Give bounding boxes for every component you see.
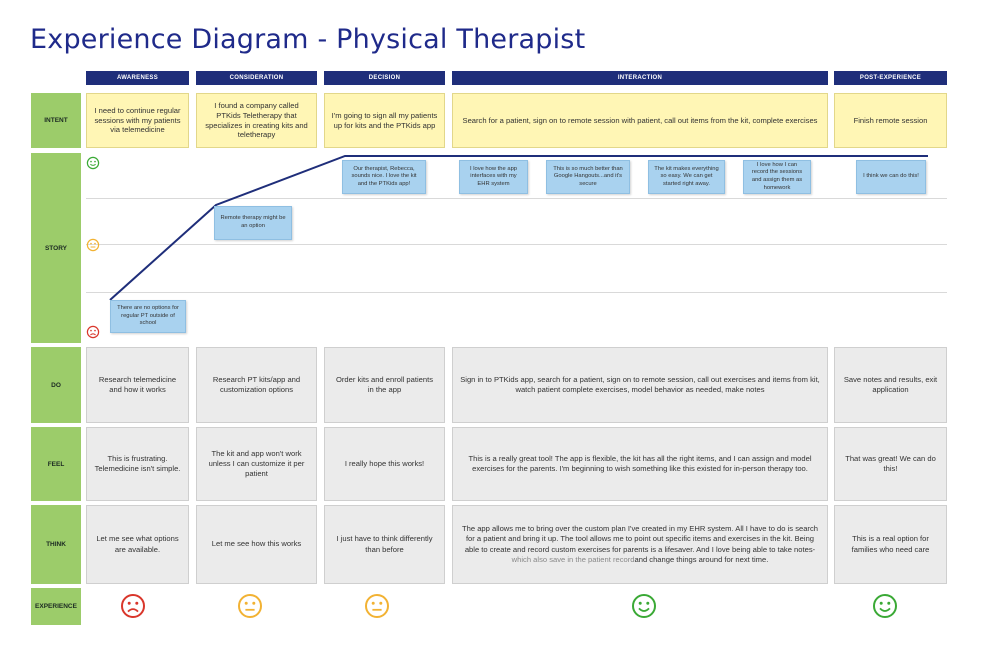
happy-face-icon <box>86 156 100 170</box>
neutral-face-icon <box>365 594 389 618</box>
story-note: There are no options for regular PT outs… <box>110 300 186 333</box>
row-label-feel: FEEL <box>31 427 81 501</box>
stage-post-experience: POST-EXPERIENCE <box>834 71 947 85</box>
do-decision: Order kits and enroll patients in the ap… <box>324 347 445 423</box>
think-interaction-tail: and change things around for next time. <box>634 554 769 564</box>
intent-decision: I'm going to sign all my patients up for… <box>324 93 445 148</box>
page-title: Experience Diagram - Physical Therapist <box>30 24 586 55</box>
do-awareness: Research telemedicine and how it works <box>86 347 189 423</box>
story-note: Our therapist, Rebecca, sounds nice. I l… <box>342 160 426 194</box>
feel-post-experience: That was great! We can do this! <box>834 427 947 501</box>
think-consideration: Let me see how this works <box>196 505 317 584</box>
row-label-do: DO <box>31 347 81 423</box>
story-note: I love how the app interfaces with my EH… <box>459 160 528 194</box>
think-awareness: Let me see what options are available. <box>86 505 189 584</box>
stage-consideration: CONSIDERATION <box>196 71 317 85</box>
story-note: Remote therapy might be an option <box>214 206 292 240</box>
do-post-experience: Save notes and results, exit application <box>834 347 947 423</box>
row-label-experience: EXPERIENCE <box>31 588 81 625</box>
sad-face-icon <box>86 325 100 339</box>
happy-face-icon <box>873 594 897 618</box>
story-note: I think we can do this! <box>856 160 926 194</box>
feel-awareness: This is frustrating. Telemedicine isn't … <box>86 427 189 501</box>
neutral-face-icon <box>86 238 100 252</box>
feel-consideration: The kit and app won't work unless I can … <box>196 427 317 501</box>
happy-face-icon <box>632 594 656 618</box>
row-label-think: THINK <box>31 505 81 584</box>
feel-interaction: This is a really great tool! The app is … <box>452 427 828 501</box>
sad-face-icon <box>121 594 145 618</box>
story-note: The kit makes everything so easy. We can… <box>648 160 725 194</box>
do-consideration: Research PT kits/app and customization o… <box>196 347 317 423</box>
think-post-experience: This is a real option for families who n… <box>834 505 947 584</box>
neutral-face-icon <box>238 594 262 618</box>
intent-interaction: Search for a patient, sign on to remote … <box>452 93 828 148</box>
stage-awareness: AWARENESS <box>86 71 189 85</box>
do-interaction: Sign in to PTKids app, search for a pati… <box>452 347 828 423</box>
story-note: I love how I can record the sessions and… <box>743 160 811 194</box>
row-label-story: STORY <box>31 153 81 343</box>
think-interaction: The app allows me to bring over the cust… <box>452 505 828 584</box>
story-gridline <box>86 198 947 199</box>
think-interaction-text: The app allows me to bring over the cust… <box>462 524 818 554</box>
think-decision: I just have to think differently than be… <box>324 505 445 584</box>
stage-interaction: INTERACTION <box>452 71 828 85</box>
stage-decision: DECISION <box>324 71 445 85</box>
intent-consideration: I found a company called PTKids Telether… <box>196 93 317 148</box>
story-note: This is so much better than Google Hango… <box>546 160 630 194</box>
row-label-intent: INTENT <box>31 93 81 148</box>
intent-post-experience: Finish remote session <box>834 93 947 148</box>
think-interaction-tail-soft: which also save in the patient record <box>511 554 635 564</box>
story-gridline <box>86 292 947 293</box>
feel-decision: I really hope this works! <box>324 427 445 501</box>
story-gridline <box>86 244 947 245</box>
intent-awareness: I need to continue regular sessions with… <box>86 93 189 148</box>
